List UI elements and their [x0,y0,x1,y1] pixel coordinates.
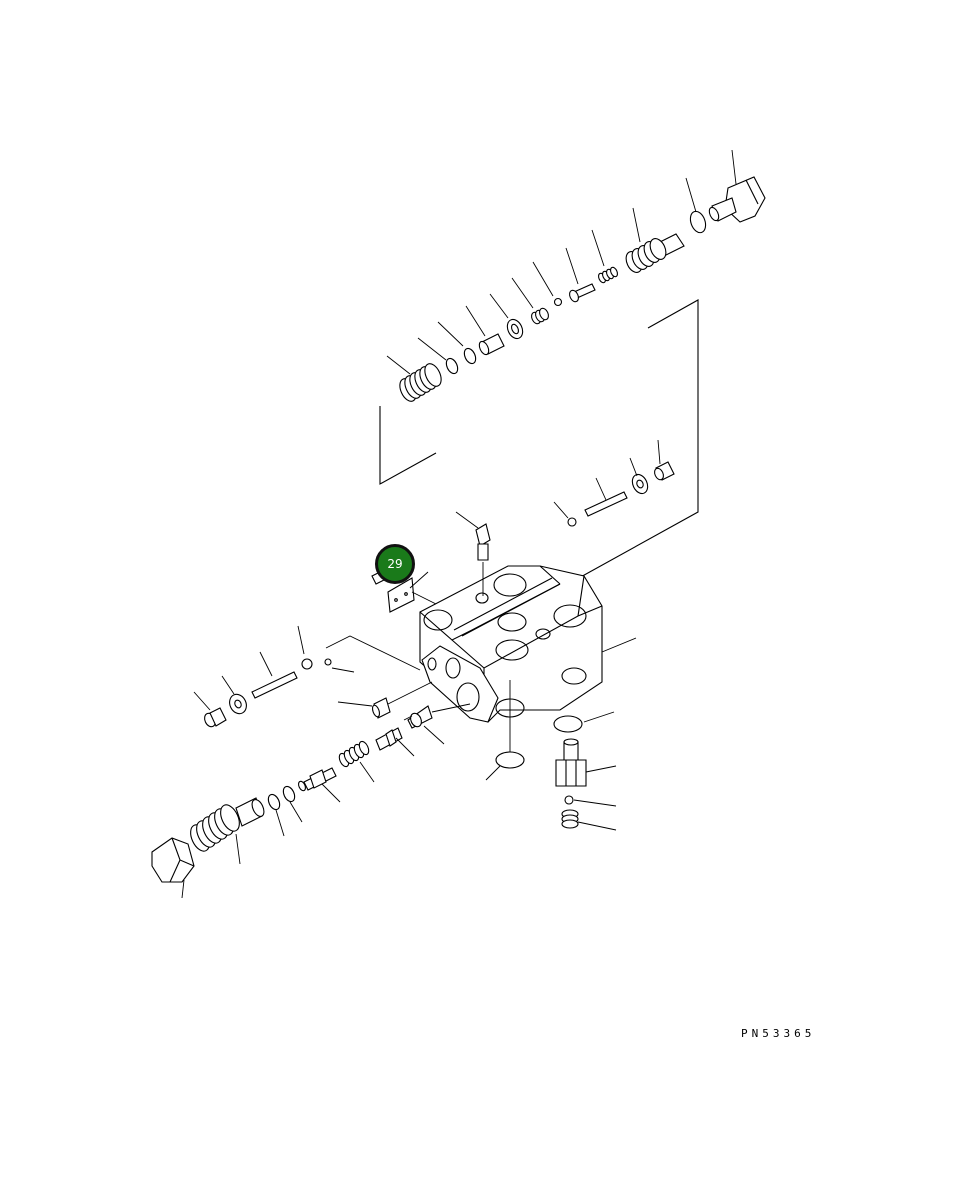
poppet-part [625,233,685,273]
washer-part [445,357,459,375]
small-spring-part [561,809,617,831]
adjust-screw-part [478,333,505,356]
top-bolt-part [455,511,491,596]
o-ring-part [689,210,707,234]
valve-body [419,565,637,723]
ball-part [567,517,577,527]
spool-part [298,767,341,803]
check-valve-group [553,439,675,527]
bottom-right-group [485,680,617,831]
plug-part [654,461,675,481]
valve-stem-part [375,727,415,757]
callout-label: 29 [387,557,403,571]
lower-spool-group [151,681,471,899]
o-ring-part [495,751,525,769]
spring-part [338,740,375,783]
rod-part [584,491,628,517]
ball-part [553,297,563,307]
part-number-label: PN53365 [741,1027,816,1040]
seat-part [531,307,549,325]
callout-marker[interactable]: 29 [375,544,415,584]
left-plug-group [193,625,421,728]
rod-part [251,671,298,699]
fitting-part [555,738,617,787]
pin-part [569,283,596,303]
large-spring-part [190,797,265,865]
nut-part [506,318,524,340]
fitting-part [371,697,391,719]
small-ball-part [324,658,332,666]
o-ring-part [553,715,583,733]
hex-cap-part [151,837,195,899]
relief-valve-subassembly [379,149,766,585]
o-ring-part [282,785,296,803]
relief-cap-part [708,176,766,223]
o-ring-part [267,793,281,811]
ball-part [564,795,574,805]
small-spring-part [598,266,618,284]
ball-part [301,658,313,670]
main-spring-part [399,363,442,402]
plug-part [204,707,227,728]
washer-part [463,347,477,365]
